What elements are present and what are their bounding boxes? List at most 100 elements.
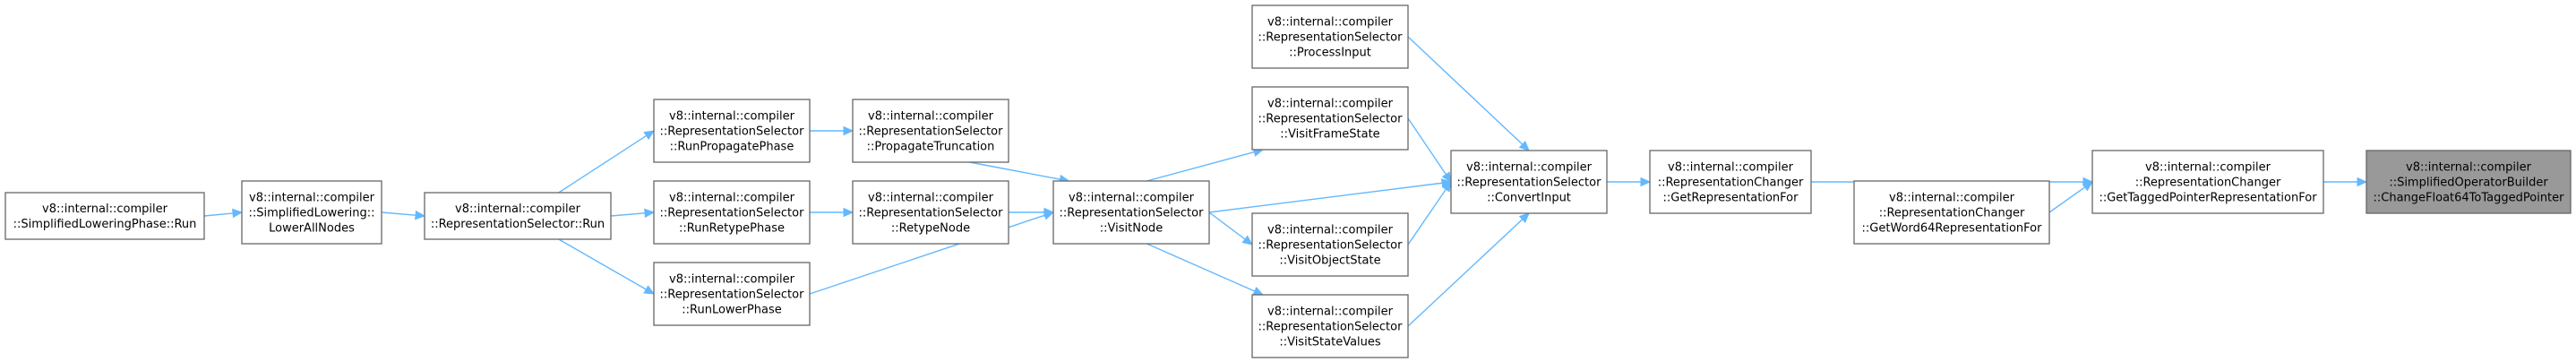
node-label-line: v8::internal::compiler bbox=[868, 110, 994, 124]
arrowhead bbox=[415, 210, 426, 220]
node-label-line: ::RepresentationSelector bbox=[859, 207, 1004, 220]
node-label-line: v8::internal::compiler bbox=[1267, 224, 1394, 237]
node-label-line: ::RepresentationChanger bbox=[1658, 177, 1804, 190]
edge-line bbox=[809, 214, 1045, 295]
node-box bbox=[1251, 86, 1409, 151]
node-label-line: ::ProcessInput bbox=[1289, 47, 1371, 60]
node-n9[interactable]: v8::internal::compiler::RepresentationSe… bbox=[1251, 4, 1409, 69]
node-label-line: ::VisitFrameState bbox=[1280, 128, 1379, 142]
node-n15[interactable]: v8::internal::compiler::RepresentationCh… bbox=[1853, 180, 2050, 245]
node-n3[interactable]: v8::internal::compiler::RepresentationSe… bbox=[653, 99, 811, 163]
node-box bbox=[241, 180, 382, 245]
edge-line bbox=[558, 238, 647, 290]
node-n17[interactable]: v8::internal::compiler::SimplifiedOperat… bbox=[2366, 150, 2572, 214]
node-label-line: ::RepresentationSelector bbox=[1258, 321, 1404, 334]
node-label-line: v8::internal::compiler bbox=[1069, 192, 1195, 205]
edge-n6-n8 bbox=[969, 161, 1070, 185]
edge-n10-n13 bbox=[1407, 117, 1452, 184]
arrowhead bbox=[643, 285, 656, 295]
node-box bbox=[2091, 150, 2324, 214]
node-label-line: ::RepresentationSelector bbox=[1457, 177, 1602, 190]
node-n12[interactable]: v8::internal::compiler::RepresentationSe… bbox=[1251, 294, 1409, 358]
node-box bbox=[1649, 150, 1812, 214]
node-label-line: ::RepresentationSelector bbox=[660, 207, 805, 220]
node-n4[interactable]: v8::internal::compiler::RepresentationSe… bbox=[653, 180, 811, 245]
node-n14[interactable]: v8::internal::compiler::RepresentationCh… bbox=[1649, 150, 1812, 214]
node-label-line: ::RetypeNode bbox=[891, 222, 970, 236]
node-label-line: v8::internal::compiler bbox=[1668, 161, 1794, 175]
node-label-line: LowerAllNodes bbox=[269, 222, 355, 236]
node-n11[interactable]: v8::internal::compiler::RepresentationSe… bbox=[1251, 212, 1409, 277]
node-n1[interactable]: v8::internal::compiler::SimplifiedLoweri… bbox=[241, 180, 382, 245]
node-label-line: ::RunRetypePhase bbox=[679, 222, 785, 236]
node-n6[interactable]: v8::internal::compiler::RepresentationSe… bbox=[852, 99, 1009, 163]
edge-n15-n16 bbox=[2048, 181, 2093, 213]
node-n10[interactable]: v8::internal::compiler::RepresentationSe… bbox=[1251, 86, 1409, 151]
arrowhead bbox=[1252, 286, 1265, 296]
node-label-line: ::SimplifiedLoweringPhase::Run bbox=[13, 218, 197, 231]
node-n13[interactable]: v8::internal::compiler::RepresentationSe… bbox=[1450, 150, 1608, 214]
node-box bbox=[1450, 150, 1608, 214]
node-label-line: v8::internal::compiler bbox=[455, 203, 581, 216]
node-label-line: v8::internal::compiler bbox=[669, 110, 795, 124]
edge-line bbox=[203, 212, 234, 217]
node-label-line: v8::internal::compiler bbox=[249, 192, 375, 205]
arrowhead bbox=[1441, 171, 1452, 184]
edge-line bbox=[1407, 219, 1524, 327]
node-label-line: v8::internal::compiler bbox=[42, 203, 168, 216]
arrowhead bbox=[1441, 180, 1452, 193]
node-label-line: ::RepresentationSelector bbox=[1258, 239, 1404, 253]
node-label-line: v8::internal::compiler bbox=[1267, 98, 1394, 111]
edge-line bbox=[1146, 243, 1256, 292]
node-label-line: v8::internal::compiler bbox=[868, 192, 994, 205]
arrowhead bbox=[843, 207, 854, 218]
edge-n1-n2 bbox=[381, 210, 426, 220]
node-label-line: ::VisitStateValues bbox=[1279, 336, 1381, 349]
edge-n2-n4 bbox=[610, 208, 656, 219]
arrowhead bbox=[232, 208, 244, 219]
node-n8[interactable]: v8::internal::compiler::RepresentationSe… bbox=[1052, 180, 1210, 245]
arrowhead bbox=[1518, 212, 1530, 224]
edge-n4-n7 bbox=[810, 207, 854, 218]
edge-line bbox=[969, 161, 1060, 180]
node-label-line: v8::internal::compiler bbox=[1267, 306, 1394, 319]
node-n7[interactable]: v8::internal::compiler::RepresentationSe… bbox=[852, 180, 1009, 245]
edge-line bbox=[1146, 151, 1255, 182]
node-label-line: ::GetWord64RepresentationFor bbox=[1862, 222, 2043, 236]
node-box bbox=[1853, 180, 2050, 245]
node-label-line: ::RepresentationChanger bbox=[2135, 177, 2281, 190]
node-box bbox=[4, 192, 205, 240]
edge-line bbox=[1208, 182, 1443, 213]
node-n0[interactable]: v8::internal::compiler::SimplifiedLoweri… bbox=[4, 192, 205, 240]
node-label-line: ::GetRepresentationFor bbox=[1663, 192, 1799, 205]
arrowhead bbox=[1043, 207, 1055, 218]
arrowhead bbox=[2082, 181, 2093, 192]
node-n16[interactable]: v8::internal::compiler::RepresentationCh… bbox=[2091, 150, 2324, 214]
edge-n8-n10 bbox=[1146, 147, 1265, 182]
arrowhead bbox=[1518, 140, 1530, 151]
node-box bbox=[1251, 294, 1409, 358]
arrowhead bbox=[2357, 177, 2368, 187]
node-label-line: ::RepresentationSelector bbox=[660, 289, 805, 302]
arrowhead bbox=[643, 130, 656, 141]
edge-n8-n13 bbox=[1208, 178, 1453, 213]
edges-layer bbox=[203, 36, 2368, 327]
edge-n16-n17 bbox=[2323, 177, 2368, 187]
arrowhead bbox=[843, 125, 854, 136]
arrowhead bbox=[1640, 177, 1652, 187]
edge-line bbox=[2048, 186, 2086, 213]
node-label-line: v8::internal::compiler bbox=[1466, 161, 1593, 175]
node-n5[interactable]: v8::internal::compiler::RepresentationSe… bbox=[653, 262, 811, 326]
node-n2[interactable]: v8::internal::compiler::RepresentationSe… bbox=[424, 192, 612, 240]
edge-n2-n5 bbox=[558, 238, 656, 295]
node-label-line: ::RepresentationSelector bbox=[1258, 31, 1404, 45]
node-label-line: v8::internal::compiler bbox=[2145, 161, 2271, 175]
node-label-line: ::VisitObjectState bbox=[1279, 254, 1380, 268]
edge-line bbox=[1407, 117, 1447, 176]
edge-line bbox=[1407, 36, 1524, 145]
edge-n11-n13 bbox=[1407, 180, 1452, 246]
node-box bbox=[852, 180, 1009, 245]
node-label-line: ::RepresentationSelector::Run bbox=[431, 218, 605, 231]
node-label-line: ::RunPropagatePhase bbox=[670, 141, 794, 154]
